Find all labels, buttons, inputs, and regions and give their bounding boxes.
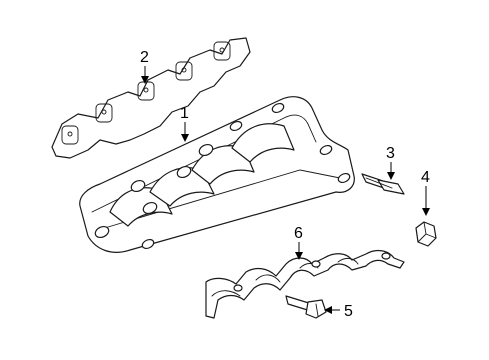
manifold-gasket bbox=[51, 37, 251, 159]
callout-5: 5 bbox=[324, 303, 353, 320]
stud bbox=[361, 173, 405, 195]
callout-2: 2 bbox=[140, 49, 149, 84]
callout-4: 4 bbox=[421, 169, 430, 216]
exhaust-manifold bbox=[79, 96, 355, 253]
callout-label: 1 bbox=[180, 105, 189, 122]
bolt bbox=[285, 295, 327, 319]
callout-label: 2 bbox=[140, 49, 149, 66]
callout-label: 6 bbox=[294, 225, 303, 242]
callout-3: 3 bbox=[386, 145, 395, 180]
callout-6: 6 bbox=[294, 225, 303, 260]
callout-1: 1 bbox=[180, 105, 189, 142]
callout-label: 3 bbox=[386, 145, 395, 162]
callout-label: 5 bbox=[344, 303, 353, 320]
nut bbox=[415, 221, 437, 247]
manifold-studs bbox=[94, 102, 351, 250]
heat-shield bbox=[205, 249, 405, 319]
callout-label: 4 bbox=[421, 169, 430, 186]
